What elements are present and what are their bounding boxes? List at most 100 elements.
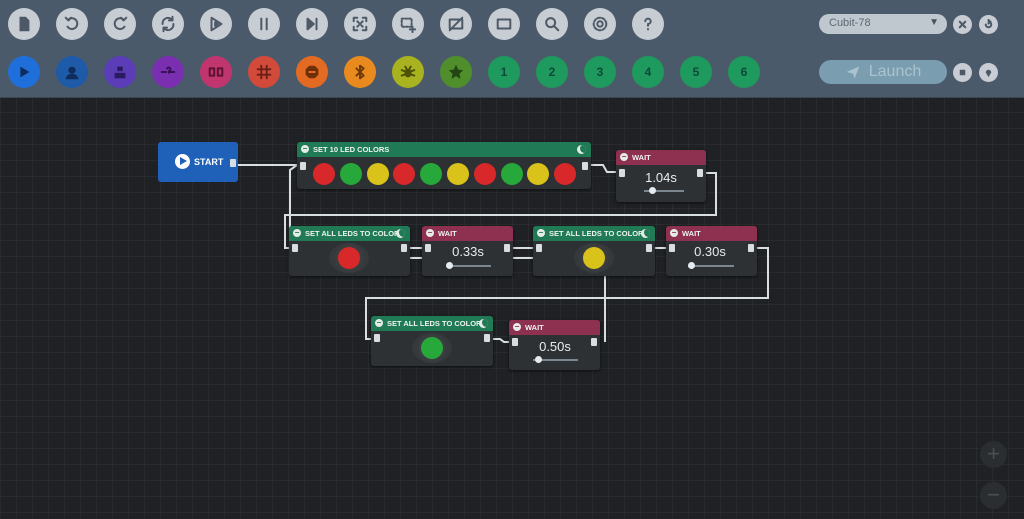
- slot-1-icon[interactable]: 1: [488, 56, 520, 88]
- collapse-icon[interactable]: −: [513, 322, 521, 331]
- led-color-10[interactable]: [554, 163, 577, 185]
- output-port[interactable]: [484, 334, 490, 342]
- robot-block-icon[interactable]: [104, 56, 136, 88]
- start-block-icon[interactable]: [8, 56, 40, 88]
- help-icon[interactable]: [632, 8, 664, 40]
- led-indicator[interactable]: [583, 247, 605, 269]
- zoom-out-button[interactable]: −: [980, 482, 1007, 509]
- led-color-6[interactable]: [447, 163, 469, 185]
- favorite-icon[interactable]: [440, 56, 472, 88]
- flow-block-icon[interactable]: [200, 56, 232, 88]
- led-indicator[interactable]: [338, 247, 360, 269]
- wait-slider[interactable]: [688, 265, 734, 267]
- input-port[interactable]: [300, 162, 306, 170]
- collapse-icon[interactable]: −: [670, 228, 678, 237]
- add-selection-icon[interactable]: [392, 8, 424, 40]
- launch-label: Launch: [868, 63, 922, 80]
- block-header: − WAIT: [509, 320, 600, 335]
- slot-4-icon[interactable]: 4: [632, 56, 664, 88]
- slider-knob[interactable]: [534, 356, 542, 363]
- output-port[interactable]: [697, 169, 703, 177]
- redo-icon[interactable]: [104, 8, 136, 40]
- reconnect-icon[interactable]: [979, 15, 998, 34]
- collapse-icon[interactable]: −: [620, 152, 628, 161]
- wait-block[interactable]: − WAIT 0.33s: [422, 226, 513, 276]
- slider-knob[interactable]: [446, 262, 454, 269]
- slot-2-icon[interactable]: 2: [536, 56, 568, 88]
- set-led-colors-block[interactable]: − SET 10 LED COLORS: [297, 142, 591, 189]
- hide-image-icon[interactable]: [440, 8, 472, 40]
- location-icon[interactable]: [979, 63, 998, 82]
- close-icon[interactable]: [953, 15, 972, 34]
- wait-slider[interactable]: [644, 190, 684, 192]
- rectangle-icon[interactable]: [488, 8, 520, 40]
- collapse-icon[interactable]: −: [293, 228, 301, 237]
- device-select[interactable]: Cubit-78 ▼: [819, 14, 947, 34]
- input-port[interactable]: [425, 244, 431, 252]
- send-icon: [846, 66, 860, 79]
- slider-knob[interactable]: [687, 262, 695, 269]
- bluetooth-icon[interactable]: [344, 56, 376, 88]
- fit-screen-icon[interactable]: [344, 8, 376, 40]
- collapse-icon[interactable]: −: [537, 228, 545, 237]
- slot-3-icon[interactable]: 3: [584, 56, 616, 88]
- set-all-leds-block[interactable]: − SET ALL LEDS TO COLOR: [533, 226, 655, 276]
- output-port[interactable]: [748, 244, 754, 252]
- output-port[interactable]: [230, 159, 236, 167]
- output-port[interactable]: [591, 338, 597, 346]
- input-port[interactable]: [292, 244, 298, 252]
- input-port[interactable]: [536, 244, 542, 252]
- bug-icon[interactable]: [392, 56, 424, 88]
- input-port[interactable]: [374, 334, 380, 342]
- collapse-icon[interactable]: −: [301, 144, 309, 153]
- undo-icon[interactable]: [56, 8, 88, 40]
- output-port[interactable]: [401, 244, 407, 252]
- led-color-3[interactable]: [366, 163, 389, 185]
- stop-block-icon[interactable]: [296, 56, 328, 88]
- collapse-icon[interactable]: −: [426, 228, 434, 237]
- led-color-1[interactable]: [313, 163, 335, 185]
- start-block[interactable]: START: [158, 142, 238, 182]
- led-indicator[interactable]: [421, 337, 443, 359]
- user-block-icon[interactable]: [56, 56, 88, 88]
- pause-icon[interactable]: [248, 8, 280, 40]
- led-color-8[interactable]: [500, 163, 523, 185]
- wait-slider[interactable]: [533, 359, 578, 361]
- stop-icon[interactable]: [953, 63, 972, 82]
- led-color-9[interactable]: [527, 163, 550, 185]
- input-port[interactable]: [669, 244, 675, 252]
- settings-icon[interactable]: [584, 8, 616, 40]
- slider-knob[interactable]: [648, 187, 656, 194]
- block-header: − SET 10 LED COLORS: [297, 142, 591, 157]
- set-all-leds-block[interactable]: − SET ALL LEDS TO COLOR: [371, 316, 493, 366]
- slot-6-icon[interactable]: 6: [728, 56, 760, 88]
- wait-block[interactable]: − WAIT 0.50s: [509, 320, 600, 370]
- block-title: WAIT: [682, 229, 701, 238]
- run-icon[interactable]: [200, 8, 232, 40]
- function-block-icon[interactable]: [248, 56, 280, 88]
- new-file-icon[interactable]: [8, 8, 40, 40]
- collapse-icon[interactable]: −: [375, 318, 383, 327]
- slot-5-icon[interactable]: 5: [680, 56, 712, 88]
- input-port[interactable]: [512, 338, 518, 346]
- led-color-7[interactable]: [473, 163, 496, 185]
- logic-block-icon[interactable]: [152, 56, 184, 88]
- zoom-in-button[interactable]: +: [980, 441, 1007, 468]
- block-header: − SET ALL LEDS TO COLOR: [371, 316, 493, 331]
- output-port[interactable]: [504, 244, 510, 252]
- moon-icon: [641, 229, 650, 238]
- search-icon[interactable]: [536, 8, 568, 40]
- wait-block[interactable]: − WAIT 1.04s: [616, 150, 706, 202]
- step-icon[interactable]: [296, 8, 328, 40]
- launch-button[interactable]: Launch: [819, 60, 947, 84]
- led-color-4[interactable]: [393, 163, 416, 185]
- input-port[interactable]: [619, 169, 625, 177]
- led-color-2[interactable]: [339, 163, 362, 185]
- output-port[interactable]: [646, 244, 652, 252]
- set-all-leds-block[interactable]: − SET ALL LEDS TO COLOR: [289, 226, 410, 276]
- output-port[interactable]: [582, 162, 588, 170]
- wait-block[interactable]: − WAIT 0.30s: [666, 226, 757, 276]
- led-color-5[interactable]: [420, 163, 443, 185]
- refresh-icon[interactable]: [152, 8, 184, 40]
- wait-slider[interactable]: [446, 265, 491, 267]
